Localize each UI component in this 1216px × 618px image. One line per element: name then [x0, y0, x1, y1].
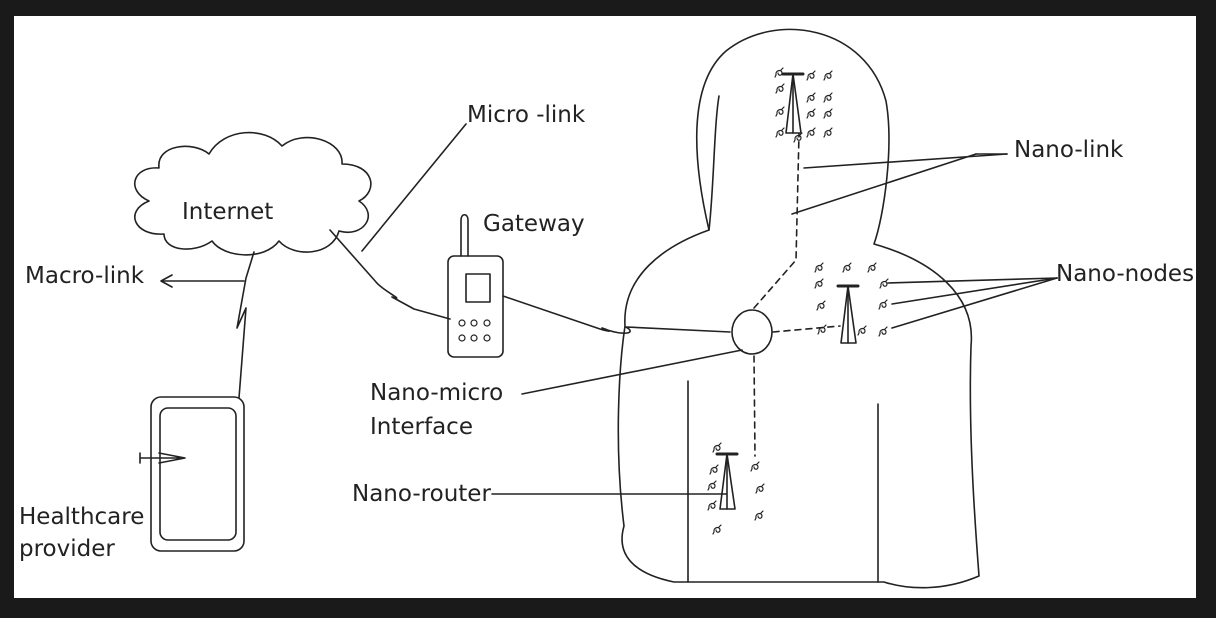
nano-node-icon: [775, 106, 785, 117]
nano-node-icon: [775, 83, 785, 94]
human-body-outline: [617, 28, 980, 589]
nano-node-icon: [707, 500, 717, 511]
nano-router-head: [781, 72, 805, 134]
nano-node-icon: [709, 464, 719, 475]
label-micro-link: Micro -link: [467, 102, 586, 128]
nano-node-icon: [806, 127, 816, 138]
nano-node-icon: [816, 300, 826, 311]
stylus: [139, 452, 186, 464]
nano-node-icon: [878, 299, 888, 310]
label-healthcare-line2: provider: [19, 536, 115, 562]
nano-node-icon: [707, 480, 717, 491]
nano-node-icon: [712, 524, 722, 535]
micro-link-pointer: [361, 123, 467, 252]
nano-node-icon: [817, 324, 827, 335]
nano-link-pointer-2: [791, 153, 977, 215]
internet-cloud: [134, 131, 372, 256]
nano-node-icon: [774, 67, 784, 78]
label-nano-router: Nano-router: [352, 481, 491, 507]
nano-nodes-pointer-2: [891, 277, 1058, 305]
nano-node-icon: [842, 262, 852, 273]
tablet-inner: [159, 407, 237, 541]
nano-node-icon: [806, 70, 816, 81]
nano-node-icon: [823, 108, 833, 119]
label-healthcare-line1: Healthcare: [19, 504, 145, 530]
nano-node-icon: [879, 278, 889, 289]
nano-node-icon: [814, 278, 824, 289]
label-nano-micro-line1: Nano-micro: [370, 380, 504, 406]
nano-node-icon: [793, 132, 803, 143]
head-inner-line: [708, 95, 720, 231]
nano-node-icon: [814, 262, 824, 273]
label-nano-nodes: Nano-nodes: [1056, 261, 1195, 287]
gateway-phone-screen: [465, 273, 491, 303]
nano-nodes-pointer-3: [891, 277, 1058, 329]
nano-node-icon: [754, 510, 764, 521]
nano-node-icon: [806, 92, 816, 103]
nano-nodes-pointer-1: [887, 277, 1058, 284]
nano-nodes: [707, 67, 889, 535]
label-gateway: Gateway: [483, 211, 585, 237]
nano-node-icon: [878, 326, 888, 337]
nano-node-icon: [712, 442, 722, 453]
gateway-antenna: [460, 213, 469, 257]
tablet-outer: [150, 396, 245, 552]
gateway-keypad: [458, 319, 491, 342]
nano-micro-interface: [731, 309, 773, 355]
nano-node-icon: [823, 127, 833, 138]
label-macro-link: Macro-link: [25, 263, 145, 289]
label-internet: Internet: [182, 199, 274, 225]
gateway-to-interface-wire: [502, 295, 731, 334]
label-nano-link: Nano-link: [1014, 137, 1124, 163]
nano-node-icon: [823, 70, 833, 81]
macro-link-arrowhead: [160, 274, 173, 288]
nano-node-icon: [755, 483, 765, 494]
nano-link-pointer-1: [803, 153, 1008, 169]
nano-node-icon: [867, 262, 877, 273]
interface-pointer: [521, 349, 743, 395]
nano-node-icon: [806, 108, 816, 119]
cloud-to-gateway-wire: [329, 229, 451, 320]
nano-node-icon: [857, 325, 867, 336]
nano-router-chest: [836, 284, 860, 344]
nano-link-dashes: [753, 133, 841, 457]
label-nano-micro-line2: Interface: [370, 414, 473, 440]
nano-node-icon: [775, 127, 785, 138]
nano-router-lower: [715, 452, 739, 510]
nano-node-icon: [823, 92, 833, 103]
diagram-canvas: Internet Micro -link Gateway Macro-link …: [14, 16, 1196, 598]
macro-link-wire: [236, 251, 255, 399]
gateway-phone-body: [447, 255, 504, 358]
nano-node-icon: [750, 461, 760, 472]
diagram-drawing: [134, 28, 1058, 589]
